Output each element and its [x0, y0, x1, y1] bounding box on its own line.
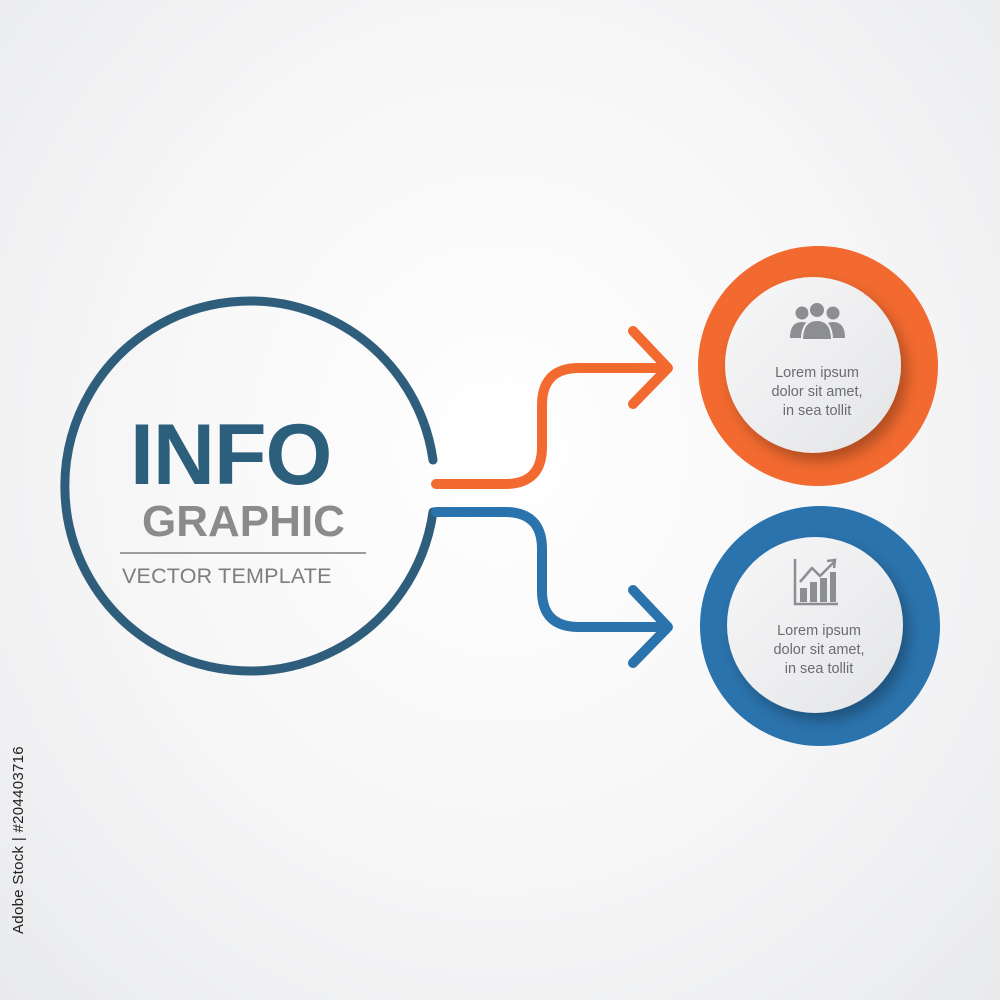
bottom-bubble-line: Lorem ipsum: [777, 623, 861, 639]
title-block: INFO GRAPHIC VECTOR TEMPLATE: [120, 412, 370, 589]
top-bubble-text: Lorem ipsum dolor sit amet, in sea tolli…: [732, 364, 902, 421]
stock-id-label: Adobe Stock | #204403716: [10, 746, 27, 934]
bottom-bubble-disc: [727, 537, 903, 713]
title-main: INFO: [130, 407, 332, 503]
bottom-bubble-line: in sea tollit: [784, 661, 854, 677]
top-bubble-line: in sea tollit: [782, 403, 852, 419]
orange-arrow-path: [431, 363, 667, 489]
title-sub: GRAPHIC: [142, 497, 345, 546]
bottom-bubble-text: Lorem ipsum dolor sit amet, in sea tolli…: [734, 622, 904, 679]
title-caption: VECTOR TEMPLATE: [122, 564, 332, 588]
title-divider: [120, 552, 366, 554]
top-bubble-disc: [725, 277, 901, 453]
bar-chart-growth-icon: [793, 558, 838, 606]
main-ring: [60, 296, 438, 676]
bottom-bubble-line: dolor sit amet,: [773, 642, 865, 658]
top-bubble-line: dolor sit amet,: [771, 384, 863, 400]
top-bubble-line: Lorem ipsum: [775, 365, 859, 381]
orange-arrow-head: [628, 326, 673, 409]
people-group-icon: [790, 301, 845, 341]
blue-arrow-path: [431, 507, 667, 632]
blue-arrow-head: [628, 585, 673, 668]
